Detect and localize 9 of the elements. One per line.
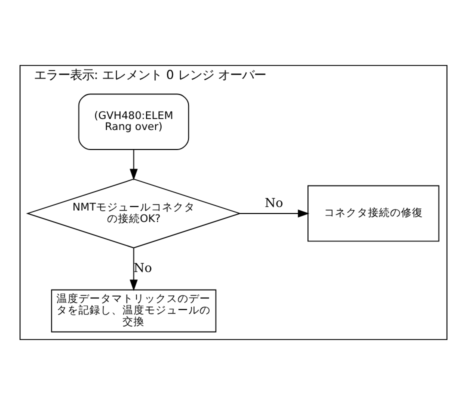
edge-label: No [264,195,284,210]
node-box: 温度データマトリックスのデータを記録し、温度モジュールの交換 [51,289,216,332]
node-box: (GVH480:ELEM Rang over) [78,94,190,150]
node-diamond: NMTモジュールコネクタの接続OK? [26,178,242,248]
arrow [130,248,138,292]
edge-label: No [134,260,152,276]
arrow [239,209,310,218]
node-box: コネクタ接続の修復 [308,185,440,242]
arrow [130,149,138,180]
